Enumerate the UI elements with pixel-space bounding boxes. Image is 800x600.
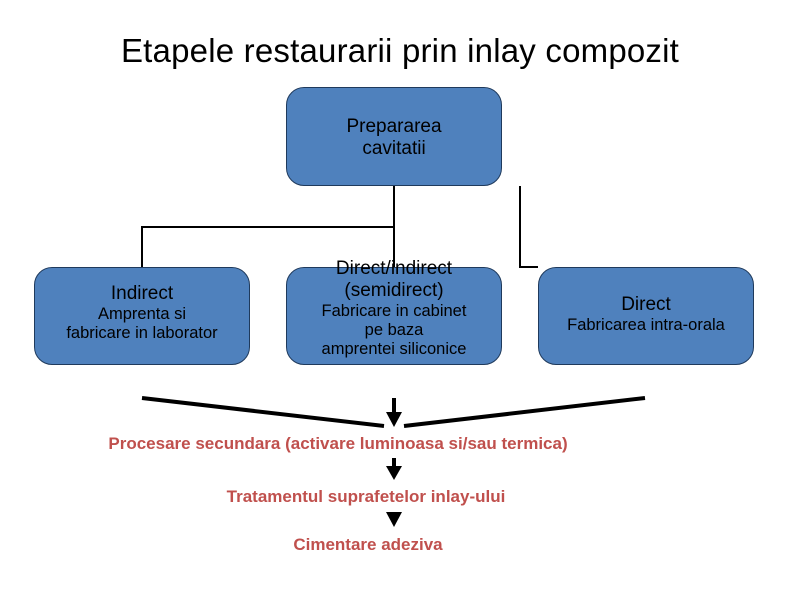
arrow-head-3 — [386, 512, 402, 527]
box-line: fabricare in laborator — [66, 323, 218, 342]
arrow-head-1 — [386, 412, 402, 427]
box-direct: Direct Fabricarea intra-orala — [538, 267, 754, 365]
box-semidirect: Direct/indirect (semidirect) Fabricare i… — [286, 258, 502, 365]
connector-to-indirect — [141, 186, 395, 267]
box-prepararea-cavitatii: Prepararea cavitatii — [286, 87, 502, 186]
box-line: Prepararea — [346, 116, 442, 137]
box-line: amprentei siliconice — [321, 339, 467, 358]
flow-step-cimentare: Cimentare adeziva — [293, 535, 443, 554]
box-indirect: Indirect Amprenta si fabricare in labora… — [34, 267, 250, 365]
arrow-head-2 — [386, 466, 402, 480]
box-line: Amprenta si — [97, 304, 187, 323]
box-line: pe baza — [364, 320, 424, 339]
flow-step-tratament: Tratamentul suprafetelor inlay-ului — [226, 487, 506, 506]
arrow-right-converge — [403, 396, 646, 428]
box-line: Fabricarea intra-orala — [567, 315, 725, 334]
box-line: Fabricare in cabinet — [321, 301, 467, 320]
box-heading: Direct — [621, 294, 671, 315]
box-heading: Indirect — [110, 283, 174, 304]
arrow-left-converge — [141, 396, 385, 428]
box-heading: (semidirect) — [344, 279, 444, 301]
box-line: cavitatii — [362, 137, 426, 159]
diagram-title: Etapele restaurarii prin inlay compozit — [120, 32, 680, 69]
flow-step-procesare: Procesare secundara (activare luminoasa … — [108, 434, 568, 453]
connector-to-direct — [519, 186, 538, 268]
box-heading: Direct/indirect — [335, 258, 453, 279]
